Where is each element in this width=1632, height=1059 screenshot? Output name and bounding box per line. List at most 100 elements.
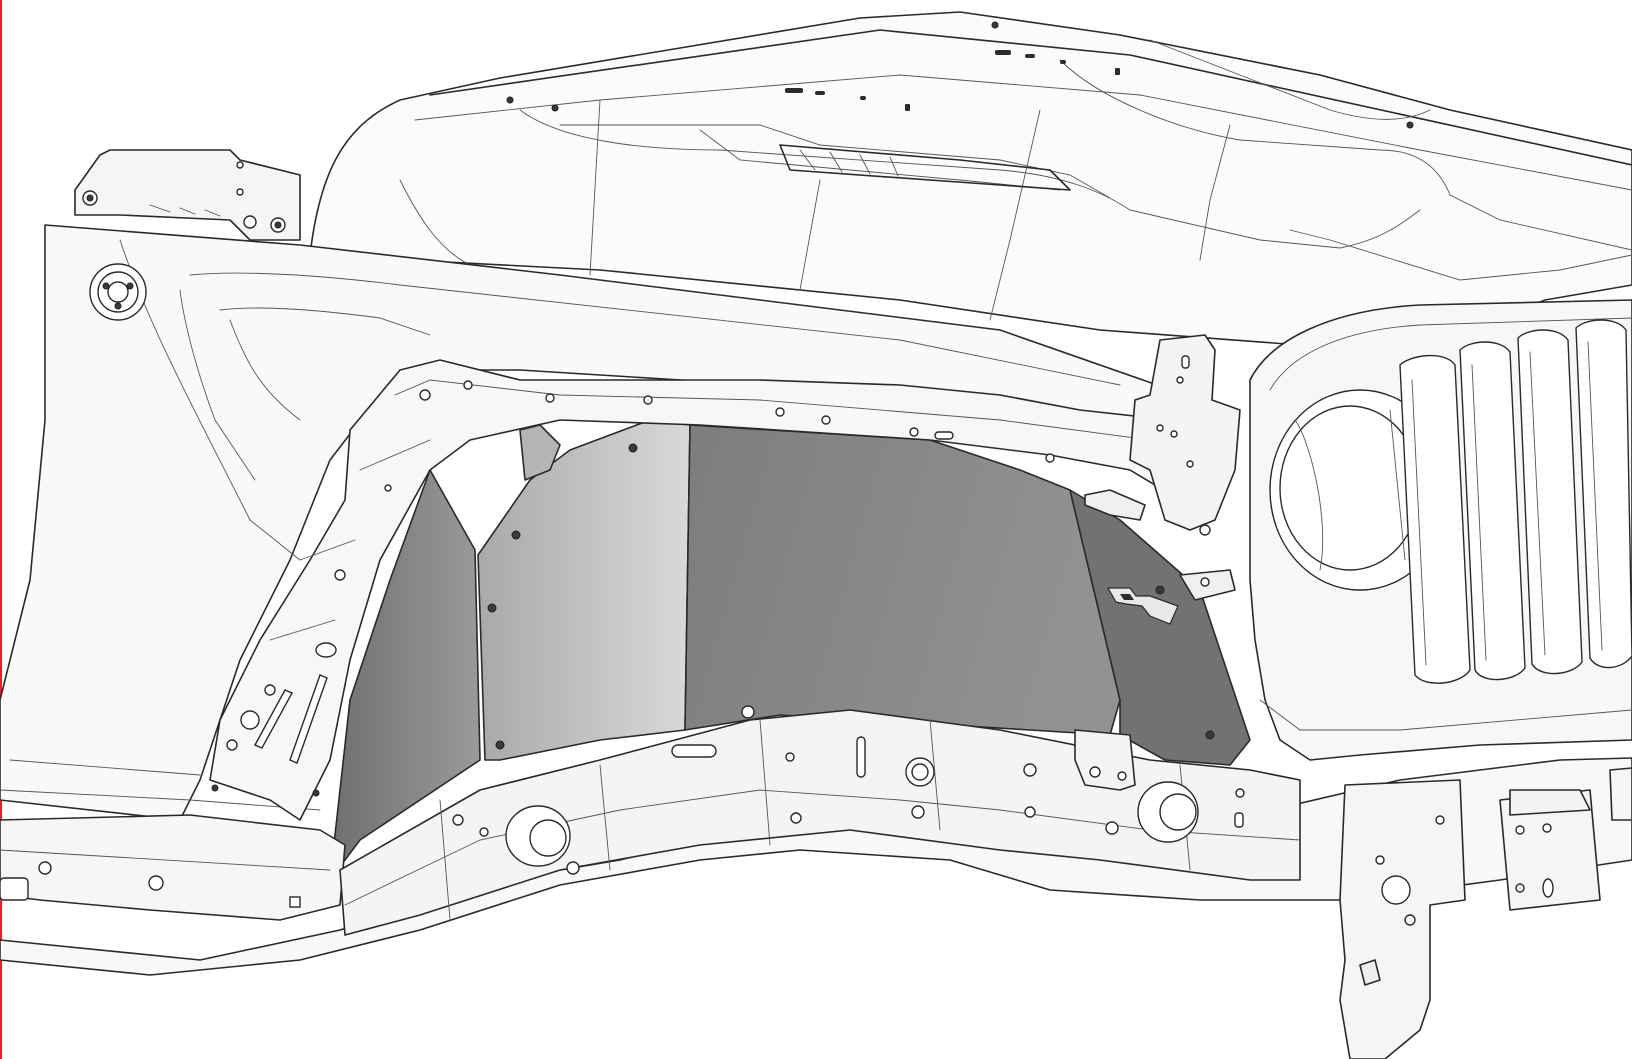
rail-hole: [1045, 453, 1055, 463]
skirt-slot: [289, 896, 301, 908]
frame-slot: [856, 736, 866, 778]
liner-front-panel: [477, 419, 691, 761]
frame-hole: [1105, 821, 1119, 835]
rail-hole: [463, 380, 473, 390]
liner-center-panel: [684, 424, 1121, 736]
rail-slot: [934, 431, 954, 440]
frame-slot: [1234, 812, 1244, 828]
liner-rivet: [1155, 585, 1165, 595]
liner-rivet: [487, 603, 497, 613]
grille-slot: [1459, 341, 1526, 681]
bracket-hole: [1381, 875, 1411, 905]
frame-hole: [479, 827, 489, 837]
hood-vent: [995, 50, 1011, 55]
bracket-hole: [1200, 577, 1210, 587]
logo-icon: [1106, 587, 1179, 625]
bracket-hole: [236, 188, 244, 196]
hood-bolt: [551, 104, 559, 112]
frame-hole: [911, 805, 925, 819]
rail-hole: [264, 684, 276, 696]
hood-vent: [860, 96, 866, 100]
bracket-hole: [243, 215, 257, 229]
fender-bolt: [102, 282, 110, 290]
frame-slot: [671, 744, 717, 758]
hood-bolt: [991, 21, 999, 29]
frame-hole: [452, 814, 464, 826]
grille-slot: [1517, 329, 1583, 675]
frame-hole: [1024, 806, 1036, 818]
hood-vent: [1115, 68, 1120, 75]
liner-rivet: [1205, 730, 1215, 740]
fender-bolt: [114, 302, 122, 310]
grille-slot: [1399, 354, 1471, 684]
fender-grommet: [107, 281, 129, 303]
bracket-hole: [1542, 878, 1554, 898]
frame-hole: [1235, 788, 1245, 798]
skirt-hole: [38, 861, 52, 875]
rail-bolt: [211, 784, 219, 792]
hood-vent: [815, 91, 825, 95]
frame-hole-large: [1159, 793, 1197, 831]
frame-hole-large: [529, 819, 567, 857]
hood-vent: [1025, 54, 1035, 58]
bracket-hole: [1176, 376, 1184, 384]
fender-bolt: [126, 282, 134, 290]
frame-hole: [785, 752, 795, 762]
front-grille: [1249, 299, 1632, 761]
lower-skirt: [0, 814, 346, 921]
bracket-bolt: [86, 194, 94, 202]
hood-vent: [1060, 60, 1066, 64]
frame-hole: [566, 861, 580, 875]
bracket-bolt: [274, 221, 282, 229]
bumper-bracket: [1339, 767, 1632, 1059]
bracket-hole: [1117, 771, 1127, 781]
grille-slot: [1575, 319, 1632, 669]
liner-rivet: [495, 740, 505, 750]
bracket-hole: [1515, 825, 1525, 835]
rail-hole: [545, 393, 555, 403]
bracket-hole: [1515, 883, 1525, 893]
hood-bolt: [1406, 121, 1414, 129]
hood: [309, 11, 1632, 346]
rail-bolt: [312, 789, 320, 797]
frame-hole: [741, 705, 755, 719]
frame-hole: [1023, 763, 1037, 777]
rail-hole: [643, 395, 653, 405]
rail-hole: [821, 415, 831, 425]
bracket-hole: [236, 161, 244, 169]
bracket-hole: [1156, 424, 1164, 432]
rail-hole: [334, 569, 346, 581]
rail-hole: [240, 710, 260, 730]
bracket-hole: [1089, 766, 1101, 778]
rail-slot: [289, 674, 328, 764]
frame-rail: [0, 705, 1632, 976]
rail-hole: [315, 642, 337, 658]
liner-rivet: [511, 530, 521, 540]
rail-hole: [909, 427, 919, 437]
skirt-slot: [0, 877, 29, 901]
left-edge-line: [0, 0, 2, 1059]
hood-vent: [905, 104, 910, 111]
liner-rivet: [628, 443, 638, 453]
rail-hole: [384, 484, 392, 492]
hood-bolt: [506, 96, 514, 104]
bracket-hole: [1435, 815, 1445, 825]
bracket-hole: [1170, 430, 1178, 438]
bracket-hole: [1404, 914, 1416, 926]
skirt-hole: [148, 875, 164, 891]
liner-rear-panel: [1069, 489, 1251, 766]
bracket-hole: [1542, 823, 1552, 833]
bracket-hole: [1186, 460, 1194, 468]
bracket-hole: [1375, 855, 1385, 865]
frame-hole: [911, 763, 929, 781]
rail-slot: [254, 689, 293, 749]
rail-hole: [775, 407, 785, 417]
frame-hole: [790, 812, 802, 824]
rail-hole: [226, 739, 238, 751]
bracket-hole: [1199, 524, 1211, 536]
inner-fender-liner: [329, 419, 1251, 881]
rail-hole: [419, 389, 431, 401]
cowl-bracket: [74, 149, 301, 241]
fender-support-bracket: [1084, 334, 1241, 601]
